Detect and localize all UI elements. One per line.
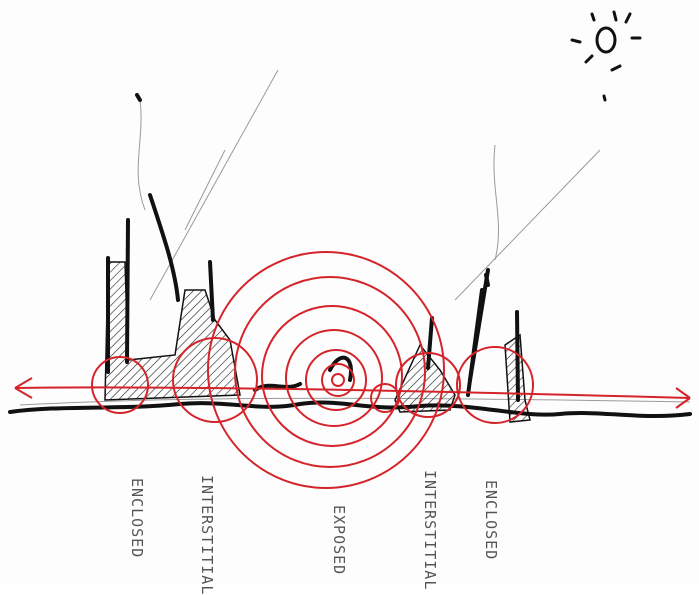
label-enclosed-right: ENCLOSED (482, 480, 500, 561)
sketch-drawing (8, 10, 692, 489)
label-interstitial-left: INTERSTITIAL (198, 475, 216, 595)
label-enclosed-left: ENCLOSED (128, 478, 146, 559)
sun-icon (570, 10, 642, 102)
red-circles (14, 251, 691, 489)
sketch-canvas: ENCLOSED INTERSTITIAL EXPOSED INTERSTITI… (8, 10, 692, 595)
label-exposed: EXPOSED (330, 505, 348, 576)
pencil-lines (19, 69, 691, 406)
label-interstitial-right: INTERSTITIAL (421, 470, 439, 591)
